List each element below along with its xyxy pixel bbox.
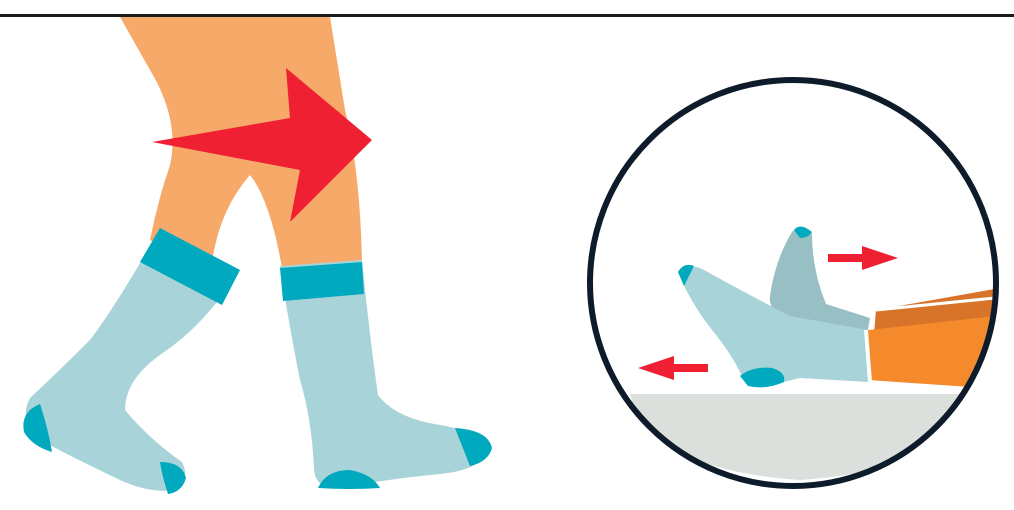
- walking-legs: [23, 17, 492, 494]
- ankle-flex-circle-icon: [590, 80, 1014, 486]
- surface: [630, 394, 970, 480]
